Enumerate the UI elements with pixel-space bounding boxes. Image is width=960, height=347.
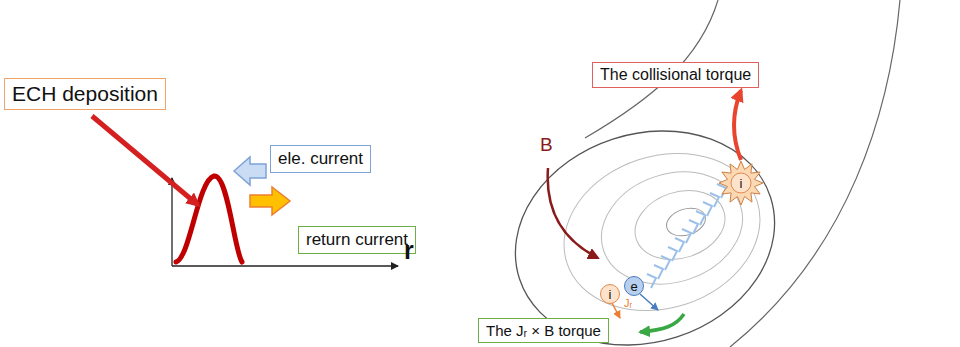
chevron — [703, 202, 712, 216]
chevron — [668, 247, 677, 261]
particle-symbol: e — [630, 280, 637, 293]
callout-text: ECH deposition — [12, 82, 158, 105]
chevron — [675, 238, 684, 252]
particle-symbol: i — [740, 177, 743, 190]
chevron — [654, 265, 663, 279]
field-label: B — [540, 134, 553, 156]
torus-drawing — [487, 0, 900, 347]
torque-arrow — [734, 90, 741, 160]
chevron — [689, 220, 698, 234]
callout-text: The collisional torque — [600, 66, 751, 83]
callout-box: return current — [298, 226, 416, 254]
axis-label: r — [404, 236, 414, 265]
particle-symbol: i — [609, 288, 612, 301]
ion-burst: i — [718, 160, 764, 206]
electron-circle: e — [624, 276, 644, 296]
chevron — [661, 256, 670, 270]
chevron — [647, 274, 656, 288]
callout-box: ele. current — [270, 145, 371, 173]
callout-box: The collisional torque — [592, 62, 759, 88]
callout-box: The Jᵣ × B torque — [478, 318, 609, 343]
callout-text: The Jᵣ × B torque — [486, 322, 601, 339]
callout-text: return current — [306, 230, 408, 249]
callout-text: ele. current — [278, 149, 363, 168]
callout-box: ECH deposition — [4, 78, 166, 110]
ion-circle: i — [600, 284, 620, 304]
chevron — [682, 229, 691, 243]
current-label: Jᵣ — [624, 297, 632, 309]
chevron — [710, 193, 719, 207]
chevron — [696, 211, 705, 225]
